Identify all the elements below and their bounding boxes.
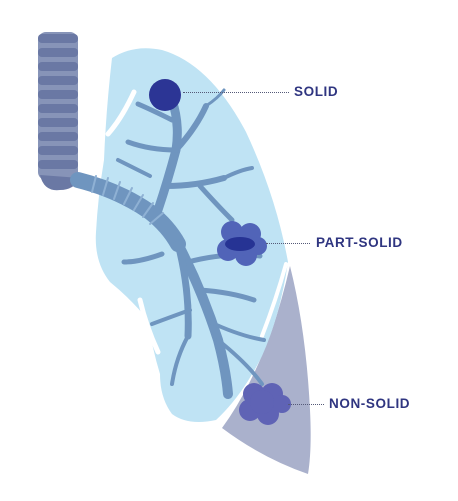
solid-label: SOLID xyxy=(294,84,339,99)
bronchial-tree-icon xyxy=(70,88,266,399)
non-solid-nodule-icon xyxy=(239,383,291,425)
non-solid-label: NON-SOLID xyxy=(329,396,411,411)
non-solid-leader-line xyxy=(288,404,324,405)
part-solid-leader-line xyxy=(266,243,310,244)
solid-leader-line xyxy=(183,92,289,93)
part-solid-label: PART-SOLID xyxy=(316,235,403,250)
trachea-icon xyxy=(38,32,80,191)
lung-icon xyxy=(95,48,289,422)
lower-lobe xyxy=(222,266,311,474)
part-solid-nodule-icon xyxy=(217,221,267,266)
solid-nodule-icon xyxy=(149,79,181,111)
